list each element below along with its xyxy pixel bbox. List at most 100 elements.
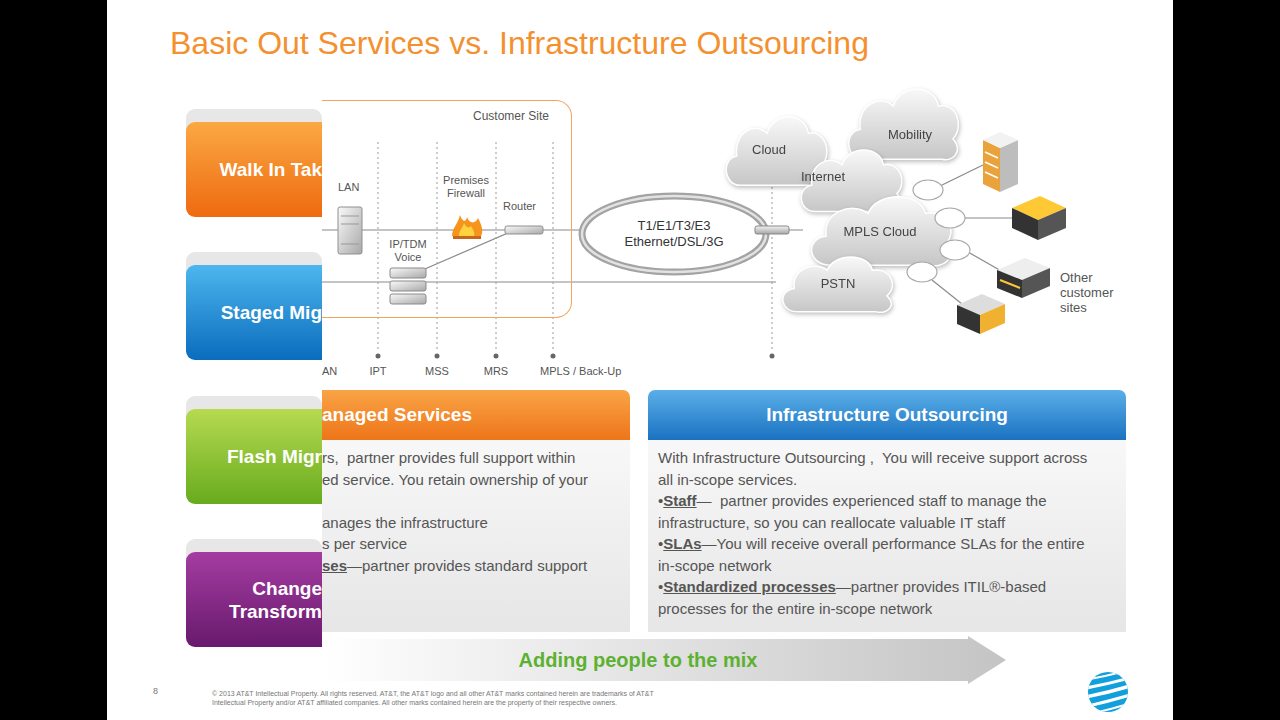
panel-paragraph: ed service. You retain ownership of your bbox=[322, 469, 630, 491]
company-logo bbox=[1088, 695, 1130, 706]
phase-box: Staged Mig bbox=[186, 265, 322, 360]
building-icon bbox=[1012, 208, 1038, 240]
cloud-label: MPLS Cloud bbox=[820, 224, 940, 240]
device-label: IP/TDM Voice bbox=[384, 238, 432, 264]
service-code: IPT bbox=[358, 364, 398, 378]
service-divider bbox=[378, 142, 772, 352]
panel-paragraph bbox=[322, 490, 630, 512]
ring-label: T1/E1/T3/E3 Ethernet/DSL/3G bbox=[618, 218, 730, 250]
company-logo bbox=[1086, 671, 1130, 713]
letterbox-bar bbox=[0, 0, 107, 720]
building-icon bbox=[997, 270, 1022, 298]
firewall-icon bbox=[459, 223, 474, 236]
panel-paragraph: rs, partner provides full support within bbox=[322, 447, 630, 469]
firewall-icon bbox=[452, 215, 482, 236]
device-label: LAN bbox=[338, 180, 359, 194]
site-link-line bbox=[964, 217, 1012, 218]
panel-text: Staff bbox=[663, 492, 696, 509]
panel-text: rs, partner provides full support within bbox=[322, 449, 575, 466]
phase-box: Change Transform bbox=[186, 552, 322, 647]
cloud-label: Mobility bbox=[850, 127, 970, 143]
service-divider bbox=[437, 142, 438, 352]
cloud-label: Internet bbox=[763, 169, 883, 185]
box-label: Walk In Tak bbox=[220, 158, 322, 181]
copyright-note: © 2013 AT&T Intellectual Property. All r… bbox=[212, 689, 688, 707]
building-icon bbox=[985, 172, 998, 178]
network-cloud: MPLS Cloud bbox=[803, 188, 958, 268]
access-ring: T1/E1/T3/E3 Ethernet/DSL/3G bbox=[578, 192, 770, 276]
server-icon bbox=[341, 244, 359, 245]
building-icon bbox=[980, 304, 1005, 334]
panel-paragraph: With Infrastructure Outsourcing , You wi… bbox=[658, 447, 1098, 490]
panel-heading: Infrastructure Outsourcing bbox=[766, 404, 1008, 426]
building-icon bbox=[1038, 208, 1066, 240]
arrow-outline bbox=[322, 636, 1006, 684]
service-code: MRS bbox=[476, 364, 516, 378]
panel-header: anaged Services bbox=[322, 390, 630, 440]
building-icon bbox=[957, 305, 980, 334]
arrow-label: Adding people to the mix bbox=[519, 649, 758, 672]
ring-outline bbox=[582, 196, 766, 272]
site-link-line bbox=[940, 164, 985, 186]
panel-header: Infrastructure Outsourcing bbox=[648, 390, 1126, 440]
panel-text: With Infrastructure Outsourcing , You wi… bbox=[658, 449, 1092, 488]
service-panel: anaged Services rs, partner provides full… bbox=[322, 390, 630, 632]
site-heading: Customer Site bbox=[473, 109, 549, 123]
divider-dot bbox=[770, 354, 775, 359]
panel-text: ed service. You retain ownership of your bbox=[322, 471, 588, 488]
panel-text: — partner provides experienced staff to … bbox=[658, 492, 1051, 531]
building-icon bbox=[985, 162, 998, 168]
site-link-line bbox=[968, 252, 1003, 272]
device-label: Router bbox=[503, 199, 536, 213]
cloud-label: PSTN bbox=[778, 276, 898, 292]
progress-arrow: Adding people to the mix bbox=[322, 636, 1006, 684]
ring-outline bbox=[582, 196, 766, 272]
panel-text: —You will receive overall performance SL… bbox=[658, 535, 1089, 574]
phase-box: Walk In Tak bbox=[186, 122, 322, 217]
building-icon bbox=[1000, 140, 1018, 192]
letterbox-bar bbox=[1173, 0, 1280, 720]
divider-dot bbox=[494, 354, 499, 359]
building-icon bbox=[957, 132, 1066, 334]
tab-shadow bbox=[186, 109, 322, 579]
site-link-line bbox=[932, 280, 962, 304]
service-divider bbox=[553, 142, 554, 352]
firewall-icon bbox=[452, 215, 482, 239]
panel-paragraph: •Staff— partner provides experienced sta… bbox=[658, 490, 1098, 533]
voice-server-icon bbox=[390, 281, 426, 291]
panel-text: SLAs bbox=[663, 535, 701, 552]
server-icon bbox=[338, 207, 362, 254]
panel-text: —partner provides standard support bbox=[347, 557, 587, 574]
company-logo bbox=[1088, 672, 1128, 712]
building-icon bbox=[1022, 268, 1050, 298]
panel-paragraph: •Standardized processes—partner provides… bbox=[658, 576, 1098, 619]
company-logo bbox=[1086, 671, 1130, 713]
building-icon bbox=[997, 258, 1050, 280]
server-icon bbox=[341, 224, 359, 225]
voice-server-icon bbox=[390, 294, 426, 304]
site-connector-oval bbox=[913, 180, 943, 200]
service-code: AN bbox=[322, 364, 337, 378]
service-code: MSS bbox=[417, 364, 457, 378]
box-label: Flash Migr bbox=[227, 445, 322, 468]
server-icon bbox=[341, 216, 359, 217]
panel-paragraph: s per service bbox=[322, 533, 630, 555]
panel-paragraph: anages the infrastructure bbox=[322, 512, 630, 534]
building-icon bbox=[985, 152, 998, 158]
arrow-text: Adding people to the mix bbox=[322, 636, 954, 684]
building-icon bbox=[1000, 280, 1020, 288]
panel-text: • bbox=[658, 492, 663, 509]
network-cloud: PSTN bbox=[776, 250, 898, 314]
divider-dot bbox=[435, 354, 440, 359]
service-divider bbox=[496, 142, 497, 352]
slide-title: Basic Out Services vs. Infrastructure Ou… bbox=[170, 25, 869, 62]
cloud-outline bbox=[812, 197, 951, 266]
service-panel: Infrastructure OutsourcingWith Infrastru… bbox=[648, 390, 1126, 632]
site-label: Other customer sites bbox=[1060, 270, 1132, 315]
box-label: Staged Mig bbox=[221, 301, 322, 324]
building-icon bbox=[983, 140, 1000, 192]
divider-dot bbox=[376, 354, 775, 359]
panel-heading: anaged Services bbox=[322, 404, 472, 426]
panel-text: s per service bbox=[322, 535, 407, 552]
building-icon bbox=[1012, 196, 1066, 220]
